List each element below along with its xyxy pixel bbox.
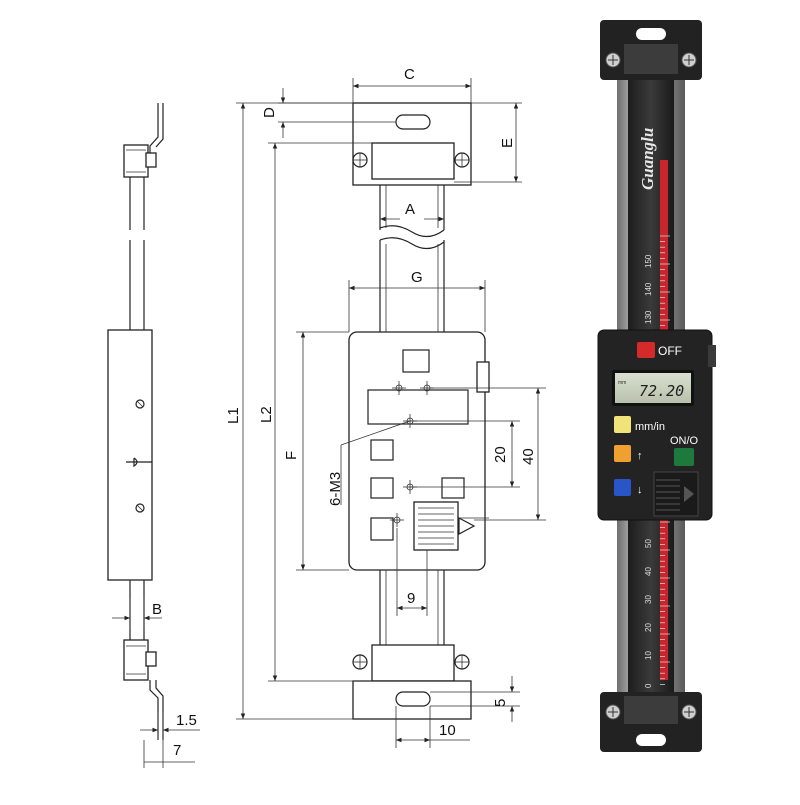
down-button[interactable] bbox=[614, 479, 631, 496]
lcd-screen bbox=[615, 373, 691, 403]
dim-label-C: C bbox=[404, 66, 415, 83]
product-scale-ticks-lower bbox=[660, 521, 670, 685]
front-bottom-slot bbox=[395, 691, 431, 707]
lcd-unit: mm bbox=[618, 380, 626, 386]
dim-label-5: 5 bbox=[492, 699, 509, 707]
on-label: ON/O bbox=[670, 435, 699, 447]
on-zero-button[interactable] bbox=[674, 448, 694, 466]
front-display-window bbox=[402, 349, 430, 373]
product-brand-logo: Guanglu bbox=[638, 128, 657, 190]
side-top-bracket-inner bbox=[155, 103, 164, 148]
scale-label-130: 130 bbox=[644, 310, 653, 324]
dim-label-E: E bbox=[499, 138, 516, 148]
side-top-screw bbox=[145, 152, 157, 168]
scale-label-0: 0 bbox=[644, 683, 653, 688]
product-bottom-slot bbox=[636, 734, 666, 746]
dim-label-10: 10 bbox=[439, 722, 456, 739]
front-view: A bbox=[225, 66, 546, 748]
scale-label-140: 140 bbox=[644, 282, 653, 296]
product-scale-ticks-upper bbox=[660, 235, 670, 326]
dim-label-6-M3: 6-M3 bbox=[327, 472, 344, 506]
side-view: B 1.5 7 bbox=[107, 103, 200, 768]
off-button[interactable] bbox=[637, 342, 655, 358]
front-lcd-area bbox=[367, 389, 469, 425]
side-bottom-screw bbox=[145, 651, 157, 667]
front-button-3 bbox=[441, 477, 465, 499]
dim-label-L2: L2 bbox=[258, 406, 275, 423]
scale-label-150: 150 bbox=[644, 254, 653, 268]
up-arrow-icon: ↑ bbox=[637, 450, 643, 462]
side-body bbox=[107, 329, 153, 581]
play-triangle-icon bbox=[684, 486, 694, 502]
dim-label-B: B bbox=[152, 601, 162, 618]
dim-label-L1: L1 bbox=[225, 407, 242, 424]
scale-label-30: 30 bbox=[644, 595, 653, 604]
dim-label-G: G bbox=[411, 269, 423, 286]
dim-label-7: 7 bbox=[173, 742, 181, 759]
off-label: OFF bbox=[658, 344, 682, 358]
front-bottom-bracket bbox=[352, 680, 472, 720]
down-arrow-icon: ↓ bbox=[637, 484, 643, 496]
side-top-bracket bbox=[149, 103, 159, 160]
front-top-clamp bbox=[371, 142, 455, 180]
dim-label-9: 9 bbox=[407, 590, 415, 607]
scale-label-40: 40 bbox=[644, 567, 653, 576]
up-button[interactable] bbox=[614, 445, 631, 462]
front-side-button bbox=[476, 361, 490, 393]
product-photo: Guanglu 150 140 130 50 40 30 20 10 0 OFF bbox=[597, 20, 716, 752]
scale-label-20: 20 bbox=[644, 623, 653, 632]
front-button-4 bbox=[370, 517, 394, 541]
dim-label-40: 40 bbox=[520, 448, 537, 465]
front-button-2 bbox=[370, 477, 394, 499]
dim-label-D: D bbox=[261, 107, 278, 118]
dim-label-20: 20 bbox=[492, 446, 509, 463]
side-bottom-block bbox=[123, 639, 149, 681]
dim-label-F: F bbox=[283, 451, 300, 460]
scale-label-10: 10 bbox=[644, 651, 653, 660]
product-top-slot bbox=[636, 28, 666, 40]
lcd-reading: 72.20 bbox=[639, 382, 684, 400]
front-bottom-clamp bbox=[371, 644, 455, 682]
mm-in-button[interactable] bbox=[614, 416, 631, 433]
mm-in-label: mm/in bbox=[635, 421, 665, 433]
front-button-1 bbox=[370, 439, 394, 461]
dim-label-A: A bbox=[405, 201, 415, 218]
dim-label-1-5: 1.5 bbox=[176, 712, 197, 729]
scale-label-50: 50 bbox=[644, 539, 653, 548]
